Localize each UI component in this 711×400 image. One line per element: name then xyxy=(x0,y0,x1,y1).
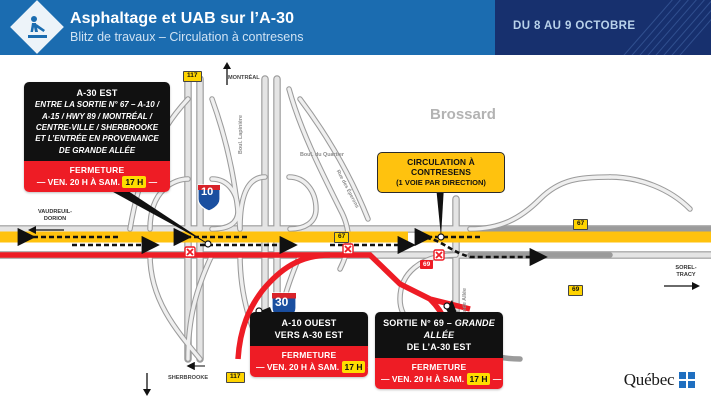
label-vaudreuil-dorion: VAUDREUIL- DORION xyxy=(37,209,73,222)
callout-sortie-69-status: FERMETURE xyxy=(411,362,467,373)
callout-a30-est-red: FERMETURE — VEN. 20 H À SAM. 17 H — xyxy=(24,160,170,192)
callout-sortie-69-when-suffix: — xyxy=(492,374,502,385)
callout-a30-est-when-suffix: — xyxy=(148,176,158,187)
arrow-west-icon xyxy=(28,226,64,234)
shield-autoroute-30-number: 30 xyxy=(275,295,289,309)
header-bar: Asphaltage et UAB sur l’A-30 Blitz de tr… xyxy=(0,0,711,55)
callout-a30-est-line2: A-15 / HWY 89 / MONTRÉAL / xyxy=(42,111,152,121)
roadwork-worker-icon xyxy=(28,16,47,38)
shield-exit-69-right: 69 xyxy=(568,285,584,296)
label-sherbrooke: SHERBROOKE xyxy=(168,375,209,381)
header-divider xyxy=(0,55,711,59)
label-sorel-tracy: SOREL- TRACY xyxy=(675,265,697,278)
shield-route-117-bottom: 117 xyxy=(226,372,245,383)
header-date-panel xyxy=(495,0,711,55)
page-subtitle: Blitz de travaux – Circulation à contres… xyxy=(70,30,304,44)
callout-a10-ouest-title-1: A-10 OUEST xyxy=(281,318,337,328)
arrow-north-icon xyxy=(223,62,231,85)
callout-a30-est-title: A-30 EST xyxy=(76,88,118,98)
callout-a30-est-black: A-30 EST ENTRE LA SORTIE N° 67 – A-10 / … xyxy=(24,82,170,161)
header-diagonal-pattern-icon xyxy=(623,0,711,55)
city-label-brossard: Brossard xyxy=(430,106,496,123)
shield-exit-67-mid: 67 xyxy=(334,232,350,243)
quebec-flag-squares-icon xyxy=(679,372,695,388)
shield-exit-67-left: 67 xyxy=(573,219,589,230)
callout-a30-est-line4: ET L’ENTRÉE EN PROVENANCE xyxy=(35,134,159,144)
callout-sortie-69[interactable]: SORTIE N° 69 – GRANDE ALLÉE DE L’A-30 ES… xyxy=(375,312,503,390)
callout-a10-ouest-when-prefix: — VEN. 20 H À SAM. xyxy=(256,362,340,373)
callout-a10-ouest-red: FERMETURE — VEN. 20 H À SAM. 17 H — xyxy=(250,346,368,378)
callout-sortie-69-black: SORTIE N° 69 – GRANDE ALLÉE DE L’A-30 ES… xyxy=(375,312,503,359)
callout-a30-est-line1: ENTRE LA SORTIE N° 67 – A-10 / xyxy=(34,100,160,110)
map-canvas: 10 30 117 117 67 67 69 69 Brossard MONTR… xyxy=(0,59,711,400)
callout-sortie-69-red: FERMETURE — VEN. 20 H À SAM. 17 H — xyxy=(375,358,503,390)
callout-a10-ouest-when-highlight: 17 H xyxy=(341,361,366,374)
label-boul-du-quartier: Boul. du Quartier xyxy=(300,152,345,158)
shield-route-117-top: 117 xyxy=(183,71,202,82)
callout-a30-est-when: — VEN. 20 H À SAM. 17 H — xyxy=(30,175,164,188)
callout-a30-est-when-highlight: 17 H xyxy=(122,175,147,188)
callout-sortie-69-when-prefix: — VEN. 20 H À SAM. xyxy=(381,374,465,385)
callout-sortie-69-when: — VEN. 20 H À SAM. 17 H — xyxy=(381,373,501,386)
quebec-logo-text: Québec xyxy=(623,370,675,389)
callout-a10-ouest-when: — VEN. 20 H À SAM. 17 H — xyxy=(256,361,368,374)
callout-a30-est[interactable]: A-30 EST ENTRE LA SORTIE N° 67 – A-10 / … xyxy=(24,82,170,192)
page-title: Asphaltage et UAB sur l’A-30 xyxy=(70,10,295,27)
callout-a10-ouest-title-2: VERS A-30 EST xyxy=(274,330,344,341)
callout-a30-est-status: FERMETURE xyxy=(69,164,125,175)
callout-a30-est-when-prefix: — VEN. 20 H À SAM. xyxy=(36,176,120,187)
label-boul-lapiniere: Boul. Lapinière xyxy=(238,115,244,154)
callout-sortie-69-title-a: SORTIE N° 69 – xyxy=(383,318,455,328)
quebec-logo: Québec xyxy=(624,370,695,390)
callout-a10-ouest-black: A-10 OUEST VERS A-30 EST xyxy=(250,312,368,347)
date-range-label: DU 8 AU 9 OCTOBRE xyxy=(513,20,636,32)
callout-sortie-69-title-b: GRANDE ALLÉE xyxy=(423,318,495,341)
callout-a10-ouest-status: FERMETURE xyxy=(281,350,337,361)
shield-exit-69-red: 69 xyxy=(420,260,434,269)
callout-contresens-line2: (1 VOIE PAR DIRECTION) xyxy=(396,178,486,187)
callout-sortie-69-title-line1: SORTIE N° 69 – GRANDE ALLÉE xyxy=(382,317,496,341)
callout-a10-ouest[interactable]: A-10 OUEST VERS A-30 EST FERMETURE — VEN… xyxy=(250,312,368,378)
callout-sortie-69-when-highlight: 17 H xyxy=(466,373,491,386)
callout-a30-est-line3: CENTRE-VILLE / SHERBROOKE xyxy=(35,122,159,132)
callout-contresens-line1: CIRCULATION À CONTRESENS xyxy=(407,157,475,177)
callout-a30-est-line5: DE GRANDE ALLÉE xyxy=(58,145,136,155)
arrow-south-icon xyxy=(143,373,151,396)
callout-contresens[interactable]: CIRCULATION À CONTRESENS (1 VOIE PAR DIR… xyxy=(377,152,505,193)
callout-sortie-69-title-line2: DE L’A-30 EST xyxy=(406,342,472,353)
map-roads-svg xyxy=(0,75,711,383)
shield-autoroute-10-number: 10 xyxy=(201,186,214,198)
arrow-east-icon xyxy=(664,282,700,290)
label-montreal: MONTRÉAL xyxy=(228,75,260,81)
shield-autoroute-10 xyxy=(197,184,221,212)
